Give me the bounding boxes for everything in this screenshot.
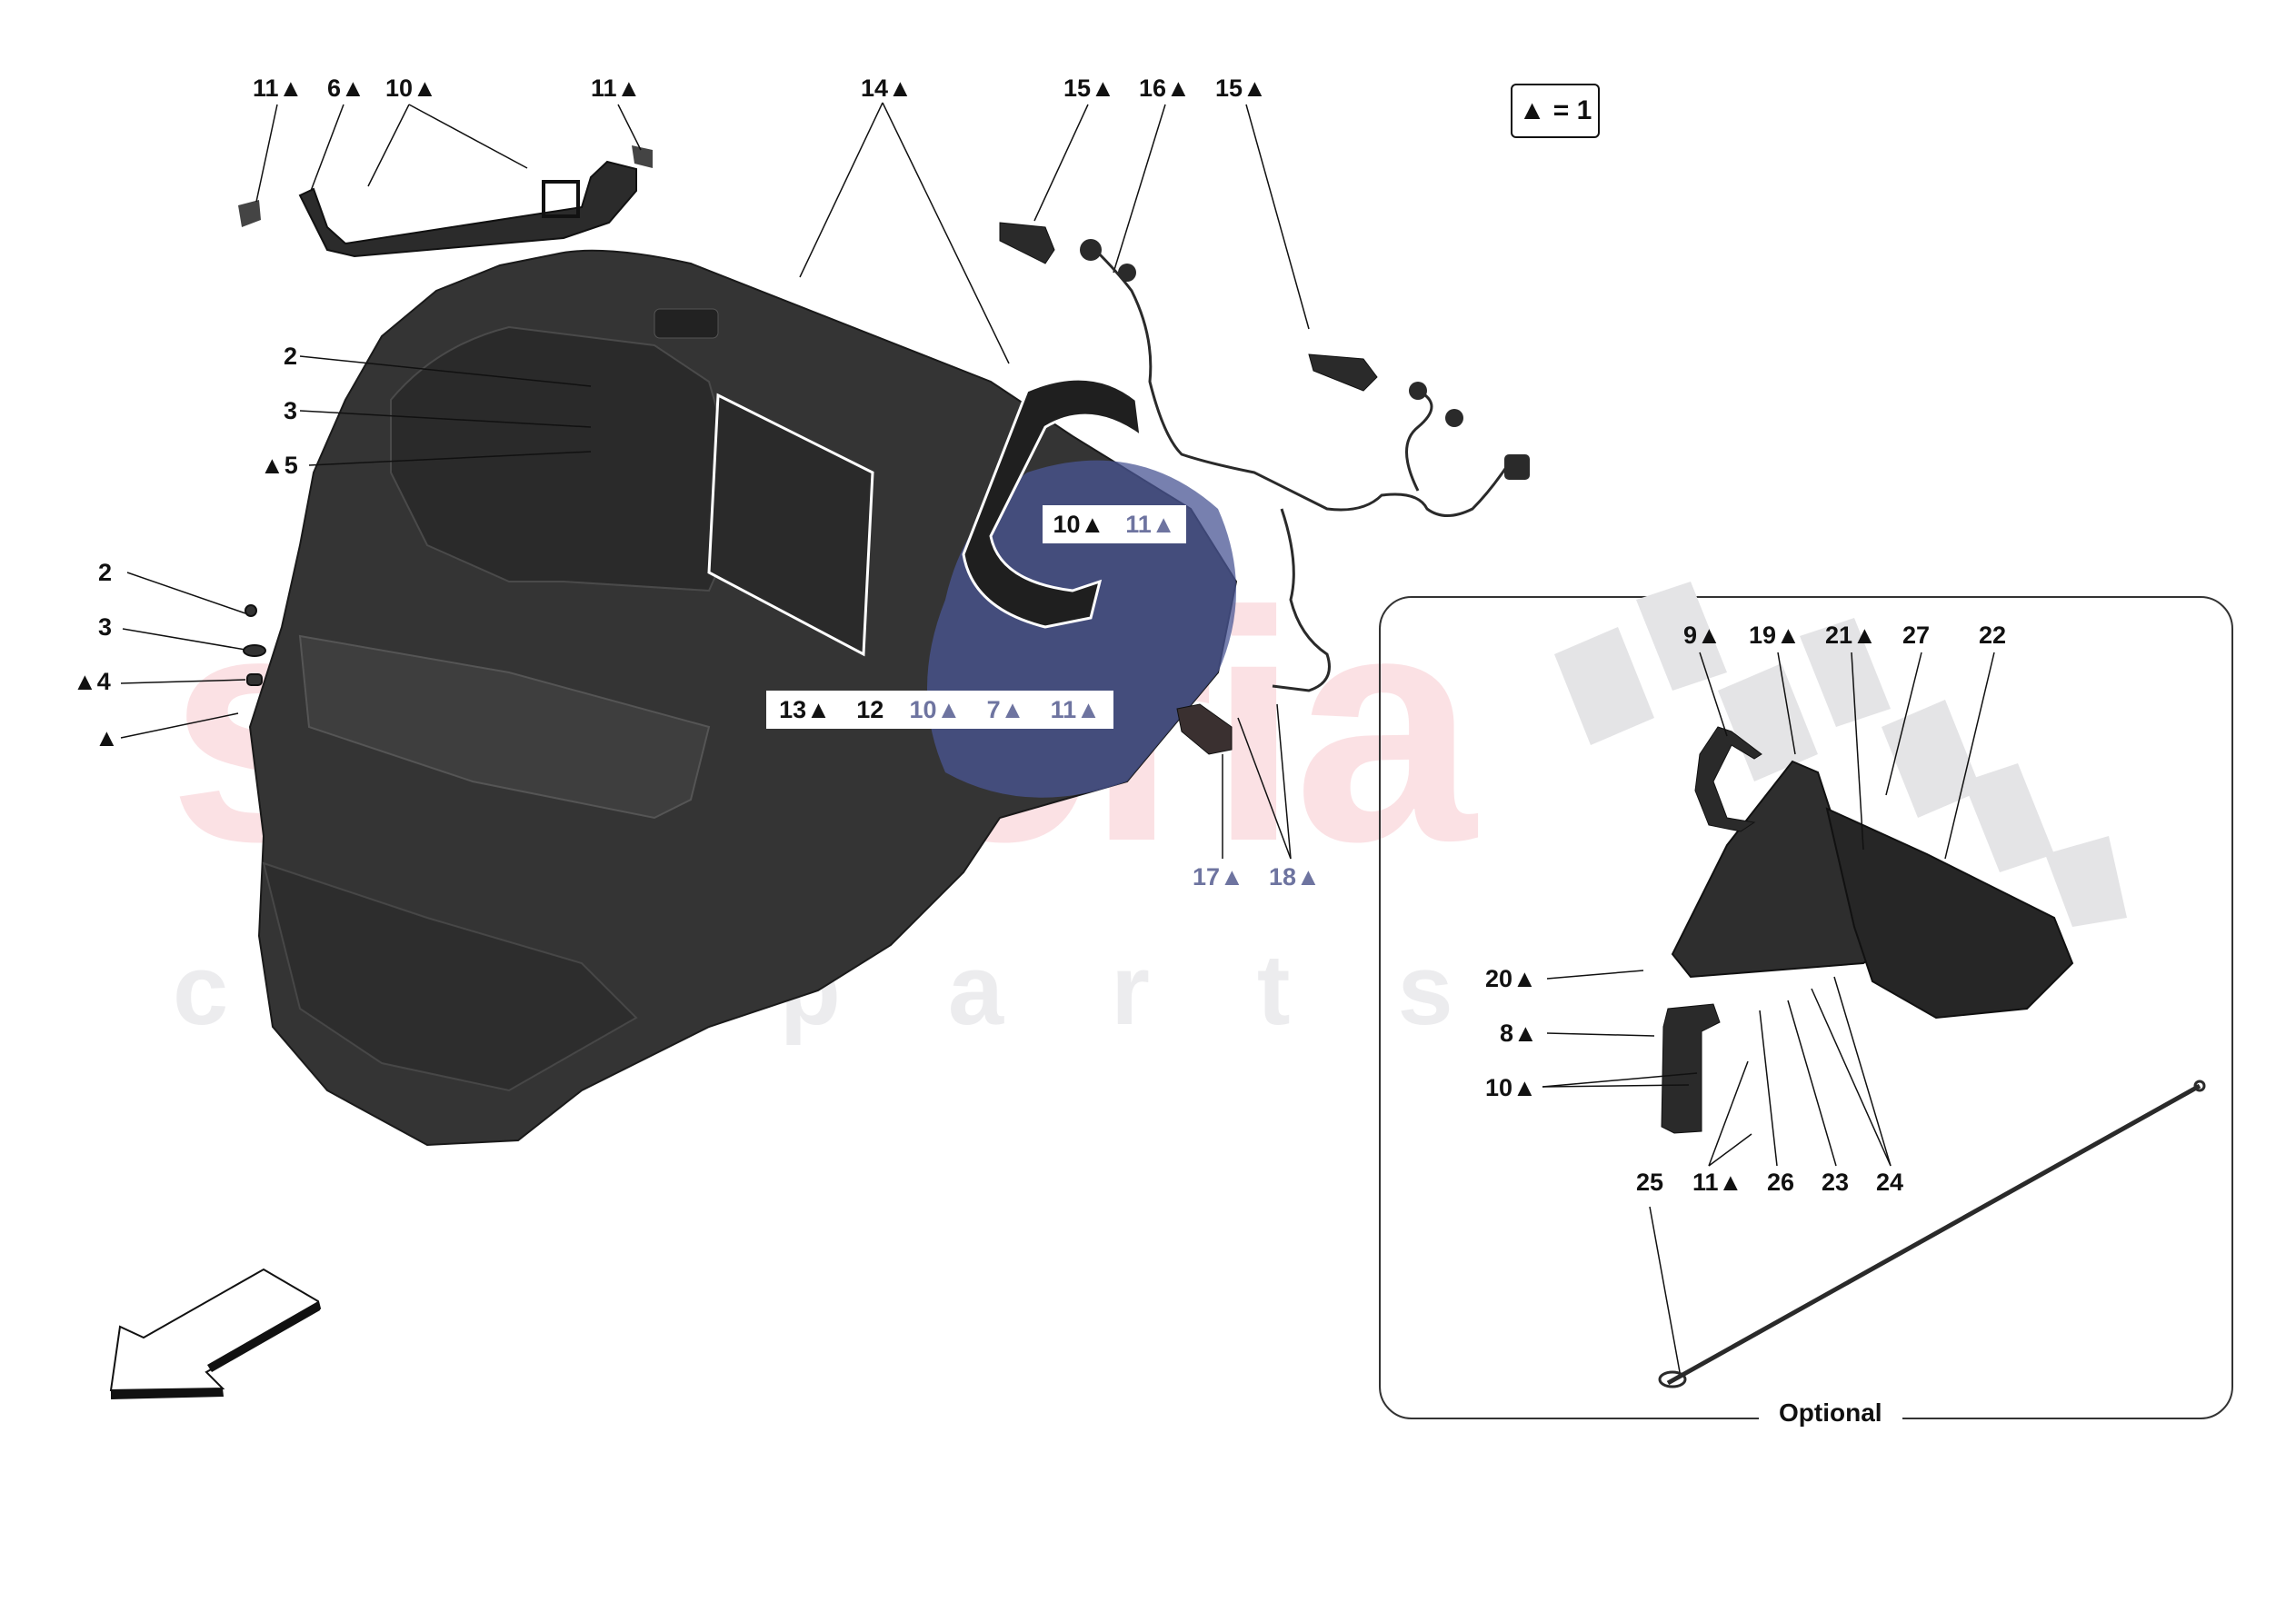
callout-11-box-lower: 11▲ [1050, 695, 1101, 723]
lamp-15-left [999, 222, 1055, 264]
callout-17: 17▲ [1193, 863, 1244, 891]
lamp-15-right [1308, 353, 1378, 392]
luggage-tub-body [248, 249, 1238, 1147]
callout-23: 23 [1822, 1169, 1850, 1196]
checkered-flag-watermark [1554, 582, 2127, 927]
callout-10-inset: 10▲ [1485, 1074, 1537, 1101]
callout-11-top-left: 11▲ [253, 75, 304, 102]
callout-19: 19▲ [1749, 622, 1801, 649]
connector-16 [1080, 239, 1136, 282]
legend-quantity-box: ▲ = 1 [1511, 84, 1600, 138]
wiring-harness [1093, 248, 1511, 692]
bracket-17 [1176, 703, 1233, 755]
callout-10-top: 10▲ [385, 75, 437, 102]
callout-14: 14▲ [861, 75, 913, 102]
callout-15-left: 15▲ [1063, 75, 1115, 102]
callout-10-box-upper: 10▲ [1053, 510, 1105, 538]
callout-box-upper: 10▲ 11▲ [1043, 505, 1186, 543]
callout-21: 21▲ [1825, 622, 1877, 649]
callout-5: ▲5 [260, 452, 298, 479]
callout-22: 22 [1979, 622, 2007, 649]
callout-27: 27 [1902, 622, 1931, 649]
callout-15-right: 15▲ [1215, 75, 1267, 102]
strap-part-9 [1694, 726, 1762, 832]
leader-lines-main [120, 355, 1292, 860]
callout-20: 20▲ [1485, 965, 1537, 992]
bracket-part-8 [1661, 1003, 1721, 1134]
callout-7: 7▲ [986, 695, 1025, 723]
callout-3-upper: 3 [284, 397, 298, 424]
callout-unnumbered: ▲ [95, 724, 119, 751]
callout-2-lower: 2 [98, 559, 113, 586]
strap-part-6 [238, 145, 653, 258]
callout-11-top-right: 11▲ [591, 75, 642, 102]
vehicle-front-direction-arrow [109, 1268, 322, 1399]
callout-26: 26 [1767, 1169, 1795, 1196]
spare-wheel-bracket-19 [1671, 760, 2074, 1020]
callout-2-upper: 2 [284, 343, 298, 370]
callout-25: 25 [1636, 1169, 1664, 1196]
callout-12: 12 [856, 695, 884, 723]
inset-caption-optional: Optional [1759, 1397, 1902, 1429]
callout-box-lower: 13▲ 12 10▲ 7▲ 11▲ [766, 691, 1113, 729]
leader-lines-top [255, 102, 1310, 364]
callout-16: 16▲ [1139, 75, 1191, 102]
callout-8: 8▲ [1500, 1020, 1538, 1047]
callout-11-inset: 11▲ [1692, 1169, 1743, 1196]
inset-leader-lines [1542, 652, 1995, 1373]
callout-24: 24 [1876, 1169, 1904, 1196]
callout-6: 6▲ [327, 75, 365, 102]
callout-9: 9▲ [1683, 622, 1722, 649]
callout-10-box-lower: 10▲ [909, 695, 962, 723]
callout-13: 13▲ [779, 695, 831, 723]
callout-3-lower: 3 [98, 613, 113, 641]
callout-18: 18▲ [1269, 863, 1321, 891]
fasteners-left [243, 604, 266, 686]
callout-11-box-upper: 11▲ [1125, 510, 1176, 538]
tow-cable-25 [1658, 1080, 2206, 1388]
connector-right [1409, 382, 1530, 480]
callout-4: ▲4 [73, 668, 111, 695]
